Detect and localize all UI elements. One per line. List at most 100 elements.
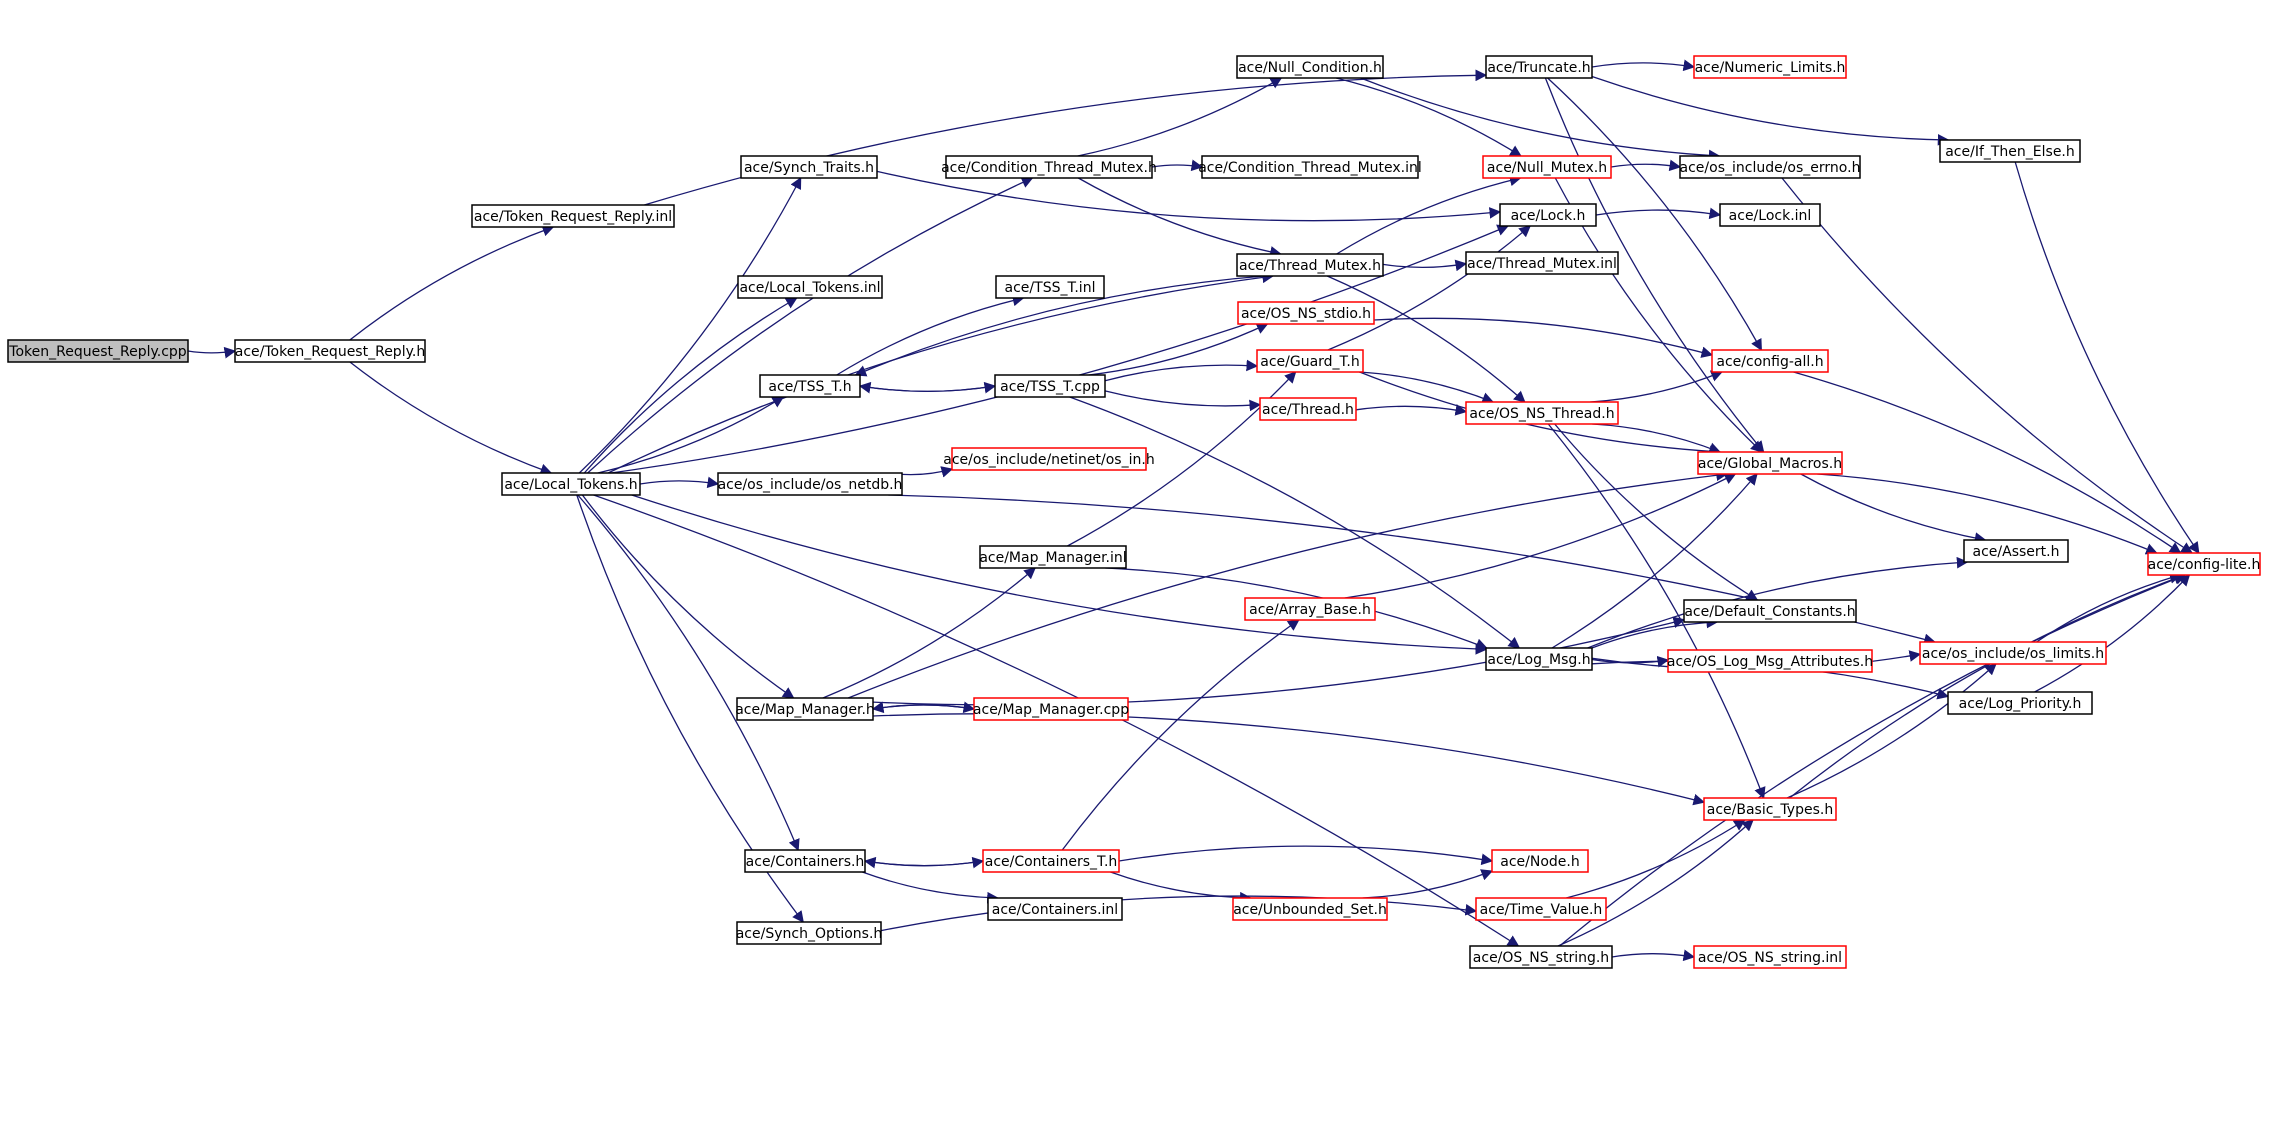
graph-node-assert[interactable]: ace/Assert.h [1963, 539, 2069, 563]
graph-node-cond-thread-mutex-inl[interactable]: ace/Condition_Thread_Mutex.inl [1198, 155, 1422, 179]
graph-node-tss-t-inl[interactable]: ace/TSS_T.inl [995, 275, 1105, 299]
graph-node-thread-h[interactable]: ace/Thread.h [1259, 397, 1357, 421]
node-box [2147, 552, 2261, 576]
graph-node-root[interactable]: Token_Request_Reply.cpp [7, 339, 189, 363]
graph-node-os-ns-string[interactable]: ace/OS_NS_string.h [1469, 945, 1613, 969]
node-box [736, 697, 874, 721]
graph-node-unbounded-set[interactable]: ace/Unbounded_Set.h [1232, 897, 1388, 921]
edge-n_map_manager_h-to-n_global_macros [847, 469, 1728, 699]
graph-node-if-then-else[interactable]: ace/If_Then_Else.h [1939, 139, 2081, 163]
graph-node-os-netdb[interactable]: ace/os_include/os_netdb.h [717, 472, 903, 496]
graph-node-tss-t-h[interactable]: ace/TSS_T.h [759, 374, 861, 398]
graph-node-os-in[interactable]: ace/os_include/netinet/os_in.h [943, 447, 1155, 471]
graph-node-local-tokens-inl[interactable]: ace/Local_Tokens.inl [737, 275, 883, 299]
graph-node-truncate[interactable]: ace/Truncate.h [1485, 55, 1593, 79]
node-label: ace/Token_Request_Reply.h [235, 344, 425, 360]
graph-node-os-ns-stdio[interactable]: ace/OS_NS_stdio.h [1237, 301, 1375, 325]
graph-node-os-ns-thread[interactable]: ace/OS_NS_Thread.h [1465, 401, 1619, 425]
graph-node-containers-inl[interactable]: ace/Containers.inl [987, 897, 1123, 921]
graph-node-synch-options[interactable]: ace/Synch_Options.h [736, 921, 883, 945]
node-label: ace/Lock.inl [1729, 208, 1812, 224]
graph-node-basic-types[interactable]: ace/Basic_Types.h [1703, 797, 1837, 821]
edge-n_truncate-to-n_if_then_else [1591, 75, 1950, 146]
edge-n_synch_options-to-n_time_value [880, 895, 1478, 932]
edge-n_local_tokens_h-to-n_local_tokens_inl [583, 297, 798, 474]
edge-n_local_tokens_h-to-n_thread_mutex_h [607, 271, 1275, 474]
graph-node-tss-t-cpp[interactable]: ace/TSS_T.cpp [994, 374, 1106, 398]
node-box [234, 339, 426, 363]
node-box [982, 849, 1120, 873]
edge-n_containers_t-to-n_containers_h [863, 856, 984, 869]
edge-n_containers_t-to-n_node_h [1118, 845, 1494, 866]
node-label: ace/os_include/os_errno.h [1680, 160, 1861, 176]
graph-node-containers-h[interactable]: ace/Containers.h [744, 849, 866, 873]
node-box [1719, 203, 1821, 227]
edge-n_global_macros-to-n_config_lite [1817, 473, 2158, 555]
edges-layer [187, 59, 2200, 962]
edge-n_map_manager_h-to-n_basic_types [872, 713, 1706, 806]
graph-node-trr-h[interactable]: ace/Token_Request_Reply.h [234, 339, 426, 363]
graph-node-lock-inl[interactable]: ace/Lock.inl [1719, 203, 1821, 227]
edge-n_map_manager_cpp-to-n_map_manager_h [871, 701, 975, 714]
edge-n_map_manager_h-to-n_map_manager_inl [822, 567, 1036, 699]
node-label: ace/Default_Constants.h [1684, 604, 1855, 620]
graph-node-trr-inl[interactable]: ace/Token_Request_Reply.inl [471, 204, 675, 228]
node-label: ace/TSS_T.inl [1005, 280, 1096, 296]
node-label: ace/OS_NS_string.h [1473, 950, 1609, 966]
graph-node-global-macros[interactable]: ace/Global_Macros.h [1697, 451, 1843, 475]
node-label: ace/Null_Condition.h [1238, 60, 1382, 76]
edge-n_if_then_else-to-n_config_lite [2014, 161, 2200, 554]
edge-n_config_all-to-n_config_lite [1793, 371, 2182, 554]
node-box [1475, 897, 1607, 921]
graph-node-config-all[interactable]: ace/config-all.h [1711, 349, 1829, 373]
node-label: ace/TSS_T.h [768, 379, 851, 395]
graph-node-thread-mutex-h[interactable]: ace/Thread_Mutex.h [1236, 253, 1384, 277]
edge-n_os_ns_thread-to-n_basic_types [1547, 423, 1766, 800]
graph-node-null-condition[interactable]: ace/Null_Condition.h [1236, 55, 1384, 79]
edge-n_truncate-to-n_config_all [1547, 77, 1762, 352]
nodes-layer: Token_Request_Reply.cpp ace/Token_Request… [7, 55, 2261, 969]
graph-node-containers-t[interactable]: ace/Containers_T.h [982, 849, 1120, 873]
node-label: ace/Map_Manager.cpp [973, 702, 1129, 718]
edge-n_os_errno-to-n_config_lite [1781, 177, 2193, 554]
node-box [1697, 451, 1843, 475]
graph-node-guard-t[interactable]: ace/Guard_T.h [1256, 349, 1364, 373]
graph-node-thread-mutex-inl[interactable]: ace/Thread_Mutex.inl [1465, 251, 1619, 275]
graph-node-array-base[interactable]: ace/Array_Base.h [1244, 597, 1376, 621]
graph-node-os-errno[interactable]: ace/os_include/os_errno.h [1679, 155, 1861, 179]
graph-node-numeric-limits[interactable]: ace/Numeric_Limits.h [1693, 55, 1847, 79]
graph-node-node-h[interactable]: ace/Node.h [1491, 849, 1589, 873]
node-box [1469, 945, 1613, 969]
node-box [7, 339, 189, 363]
node-box [994, 374, 1106, 398]
edge-n_containers_t-to-n_array_base [1061, 619, 1300, 851]
graph-node-log-priority[interactable]: ace/Log_Priority.h [1947, 691, 2093, 715]
graph-node-default-constants[interactable]: ace/Default_Constants.h [1683, 599, 1857, 623]
graph-node-time-value[interactable]: ace/Time_Value.h [1475, 897, 1607, 921]
node-box [1465, 251, 1619, 275]
node-label: ace/Thread_Mutex.inl [1467, 256, 1617, 272]
graph-node-map-manager-h[interactable]: ace/Map_Manager.h [735, 697, 875, 721]
graph-node-os-limits[interactable]: ace/os_include/os_limits.h [1919, 641, 2107, 665]
graph-node-os-log-msg-attr[interactable]: ace/OS_Log_Msg_Attributes.h [1667, 649, 1873, 673]
graph-node-config-lite[interactable]: ace/config-lite.h [2147, 552, 2261, 576]
graph-node-cond-thread-mutex-h[interactable]: ace/Condition_Thread_Mutex.h [941, 155, 1157, 179]
node-label: ace/Containers.h [746, 854, 865, 870]
node-box [736, 921, 882, 945]
node-box [1679, 155, 1861, 179]
graph-node-local-tokens-h[interactable]: ace/Local_Tokens.h [501, 472, 641, 496]
edge-n_thread_mutex_h-to-n_thread_mutex_inl [1382, 259, 1468, 272]
graph-node-synch-traits[interactable]: ace/Synch_Traits.h [740, 155, 878, 179]
edge-n_os_ns_thread-to-n_config_all [1590, 370, 1723, 403]
graph-node-map-manager-cpp[interactable]: ace/Map_Manager.cpp [973, 697, 1129, 721]
edge-n_guard_t-to-n_global_macros [1359, 371, 1722, 458]
node-label: ace/TSS_T.cpp [1000, 379, 1100, 395]
graph-node-map-manager-inl[interactable]: ace/Map_Manager.inl [979, 545, 1127, 569]
graph-node-log-msg[interactable]: ace/Log_Msg.h [1485, 647, 1593, 671]
graph-node-lock-h[interactable]: ace/Lock.h [1499, 203, 1597, 227]
graph-node-os-ns-string-inl[interactable]: ace/OS_NS_string.inl [1693, 945, 1847, 969]
node-label: ace/Null_Mutex.h [1487, 160, 1607, 176]
graph-node-null-mutex[interactable]: ace/Null_Mutex.h [1482, 155, 1612, 179]
node-label: ace/OS_NS_string.inl [1698, 950, 1842, 966]
node-label: ace/Map_Manager.h [735, 702, 875, 718]
